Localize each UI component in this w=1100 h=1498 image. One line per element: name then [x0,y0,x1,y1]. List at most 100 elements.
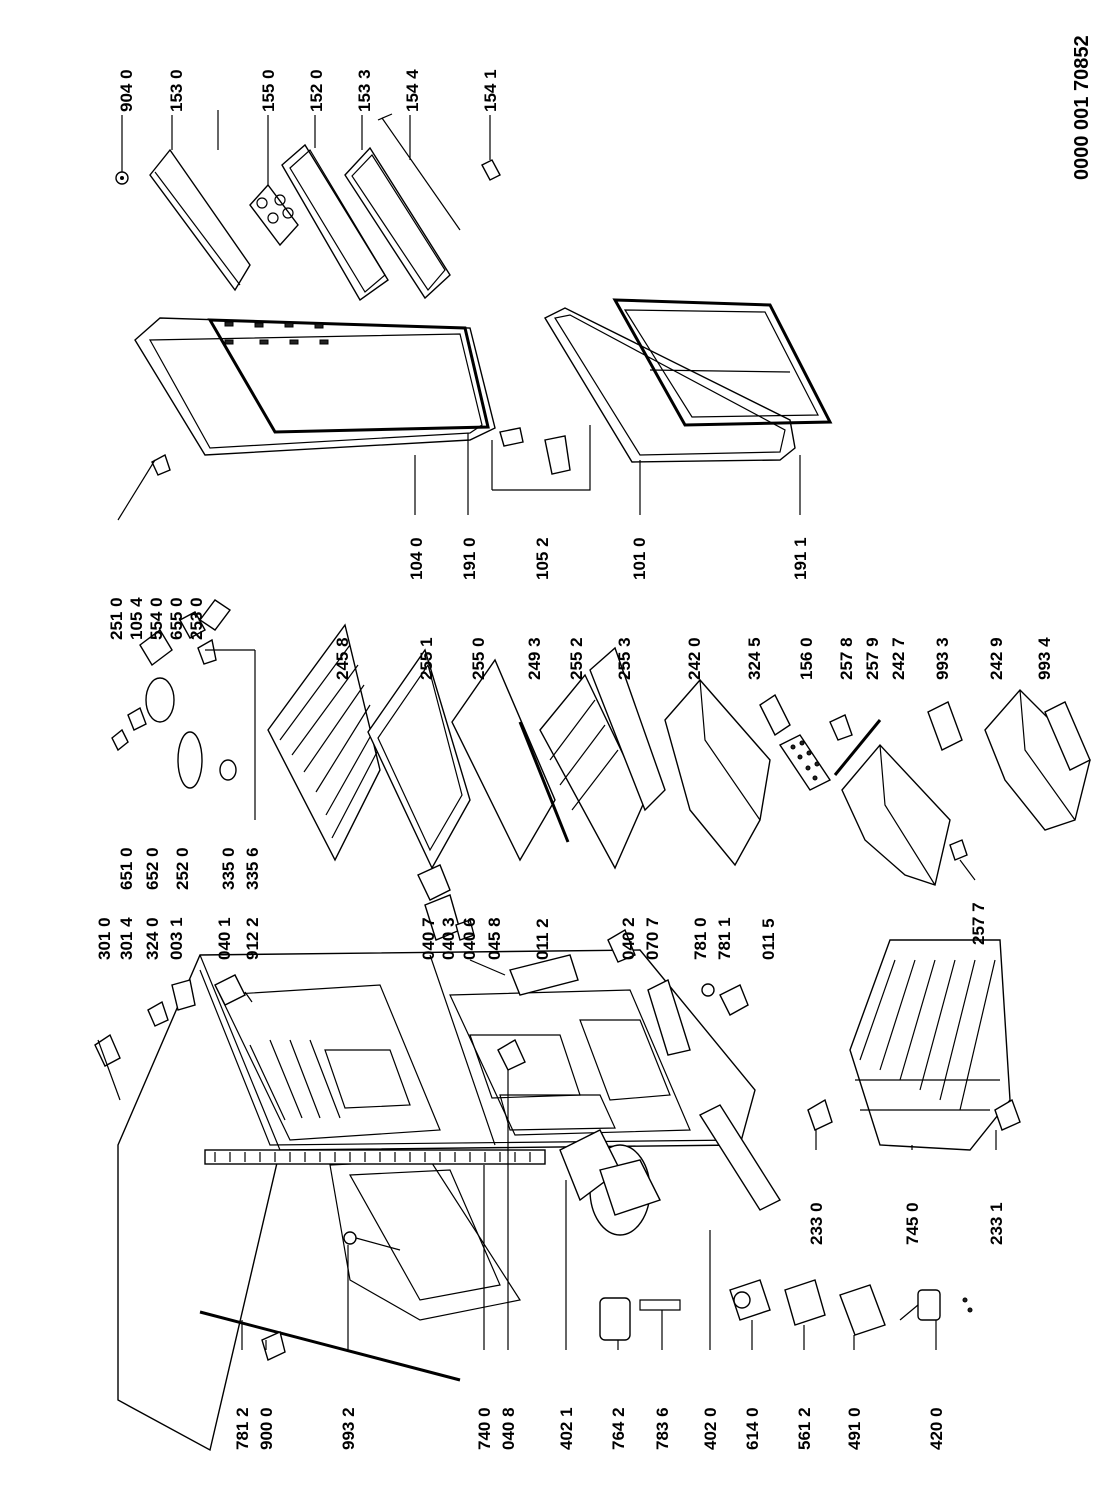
seal-tube-781-2 [199,1310,461,1382]
label-070-7: 070 7 [643,917,662,960]
label-324-0: 324 0 [143,917,162,960]
label-912-2: 912 2 [243,917,262,960]
label-257-7: 257 7 [969,902,988,945]
label-154-4: 154 4 [403,69,422,112]
label-783-6: 783 6 [653,1407,672,1450]
hinge-middle-group [417,864,579,996]
door-hinge-parts [151,425,591,491]
label-420-0: 420 0 [927,1407,946,1450]
label-402-0: 402 0 [701,1407,720,1450]
label-040-2: 040 2 [619,917,638,960]
label-652-0: 652 0 [143,847,162,890]
label-252-0: 252 0 [173,847,192,890]
label-781-2: 781 2 [233,1407,252,1450]
label-993-3: 993 3 [933,637,952,680]
label-781-1: 781 1 [715,917,734,960]
label-156-0: 156 0 [797,637,816,680]
label-242-7: 242 7 [889,637,908,680]
label-904-0: 904 0 [117,69,136,112]
drawer-242-9 [984,688,1091,831]
label-233-1: 233 1 [987,1202,1006,1245]
glass-plate-255-0 [451,658,556,862]
leader-lines [117,110,801,820]
label-040-1: 040 1 [215,917,234,960]
label-255-1: 255 1 [417,637,436,680]
label-651-0: 651 0 [117,847,136,890]
label-153-3: 153 3 [355,69,374,112]
label-993-2: 993 2 [339,1407,358,1450]
label-251-0: 251 0 [107,597,126,640]
label-105-4: 105 4 [127,597,146,640]
label-191-0: 191 0 [460,537,479,580]
label-900-0: 900 0 [257,1407,276,1450]
shelf-cover-255-3 [589,646,666,812]
fridge-door [134,317,496,456]
capacitor-420-0 [899,1289,973,1321]
label-655-0: 655 0 [167,597,186,640]
bottom-leader-lines [241,1070,997,1350]
label-764-2: 764 2 [609,1407,628,1450]
label-040-7: 040 7 [419,917,438,960]
label-153-0: 153 0 [167,69,186,112]
hinge-bottom-group [607,928,782,1211]
thermostat-993-2 [343,1231,401,1251]
label-249-3: 249 3 [525,637,544,680]
rail-257-9 [833,719,882,776]
hinge-top-group [94,974,253,1101]
label-993-4: 993 4 [1035,637,1054,680]
part-154-1-clip [481,115,501,181]
rear-condenser-740-0 [204,1149,546,1165]
label-003-1: 003 1 [167,917,186,960]
label-155-0: 155 0 [259,69,278,112]
cover-491-0 [839,1284,886,1336]
label-245-8: 245 8 [333,637,352,680]
capillary-783-6 [639,1299,681,1311]
drawer-front-993-4 [1044,701,1091,771]
drawer-front-993-3 [927,701,963,751]
label-242-9: 242 9 [987,637,1006,680]
label-011-2: 011 2 [533,918,552,960]
strip-249-3 [518,721,570,843]
ice-tray-156-0 [778,734,832,791]
label-104-0: 104 0 [407,537,426,580]
label-045-8: 045 8 [485,917,504,960]
part-153-0-butter-cover [149,115,251,292]
freezer-door [544,298,833,463]
label-402-1: 402 1 [557,1407,576,1450]
label-335-0: 335 0 [219,847,238,890]
label-614-0: 614 0 [743,1407,762,1450]
label-152-0: 152 0 [307,69,326,112]
part-257-7 [949,839,976,881]
drawer-242-7 [841,743,951,886]
label-561-2: 561 2 [795,1407,814,1450]
label-745-0: 745 0 [903,1202,922,1245]
label-324-5: 324 5 [745,637,764,680]
freezer-fan-control-group [111,599,237,789]
label-301-4: 301 4 [117,917,136,960]
label-040-6: 040 6 [460,917,479,960]
document-number: 0000 001 70852 [1071,35,1093,180]
label-781-0: 781 0 [691,917,710,960]
label-257-8: 257 8 [837,637,856,680]
label-740-0: 740 0 [475,1407,494,1450]
label-255-3: 255 3 [615,637,634,680]
label-101-0: 101 0 [630,537,649,580]
protector-561-2 [784,1279,826,1326]
part-152-0-door-shelf [281,115,389,302]
label-255-2: 255 2 [567,637,586,680]
freezer-baskets-745-0 [807,939,1021,1151]
label-040-3: 040 3 [439,917,458,960]
label-154-1: 154 1 [481,69,500,112]
drawer-242-0 [664,678,771,867]
glass-shelf-255-1 [367,648,471,870]
label-242-0: 242 0 [685,637,704,680]
label-257-9: 257 9 [863,637,882,680]
label-105-2: 105 2 [533,537,552,580]
part-154-4-bottle-rail [377,113,461,231]
label-335-6: 335 6 [243,847,262,890]
relay-614-0 [729,1279,771,1321]
label-233-0: 233 0 [807,1202,826,1245]
clip-900-0 [261,1331,286,1361]
part-155-0-egg-tray [249,115,299,247]
label-554-0: 554 0 [147,597,166,640]
